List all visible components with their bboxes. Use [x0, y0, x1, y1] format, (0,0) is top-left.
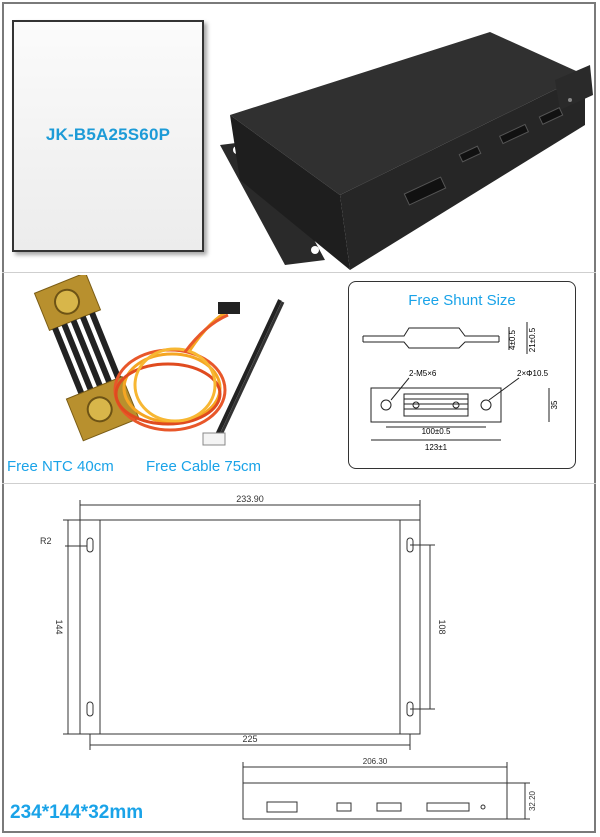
dim-holes-left: 2-M5×6	[409, 369, 437, 378]
dim-height: 35	[550, 400, 559, 409]
dim-thickness: 4±0.5	[508, 329, 517, 350]
device-photo	[220, 32, 593, 270]
top-view-drawing: 233.90 R2 144 108 225	[40, 494, 447, 750]
shunt-size-box: Free Shunt Size 4±0.5 21±	[348, 281, 576, 469]
divider-top	[2, 272, 596, 273]
model-name: JK-B5A25S60P	[45, 125, 171, 144]
dim-holes-right: 2×Φ10.5	[517, 369, 549, 378]
shunt-photo	[33, 275, 140, 442]
dim-side-height: 32.20	[528, 790, 537, 811]
ntc-photo	[202, 299, 285, 446]
ntc-caption: Free NTC 40cm	[7, 458, 114, 475]
cable-photo	[113, 302, 240, 432]
dim-hole-spacing-v: 108	[437, 619, 447, 634]
dim-width-total: 233.90	[236, 494, 264, 504]
dim-height-main: 144	[54, 619, 64, 634]
dim-height-side: 21±0.5	[528, 327, 537, 352]
dim-side-length: 206.30	[363, 757, 388, 766]
dim-hole-spacing-h: 225	[242, 734, 257, 744]
shunt-drawing: 4±0.5 21±0.5 2-M5×6 2×Φ10.5 35 100±0.5 1…	[362, 322, 559, 452]
dim-total-length: 123±1	[425, 443, 448, 452]
dim-inner-length: 100±0.5	[422, 427, 451, 436]
shunt-title: Free Shunt Size	[408, 292, 516, 309]
overall-dimensions: 234*144*32mm	[10, 802, 144, 823]
model-card: JK-B5A25S60P	[12, 20, 204, 252]
side-view-drawing: 206.30 32.20	[242, 757, 537, 820]
dim-radius: R2	[40, 536, 52, 546]
divider-middle	[2, 483, 596, 484]
cable-caption: Free Cable 75cm	[146, 458, 262, 475]
